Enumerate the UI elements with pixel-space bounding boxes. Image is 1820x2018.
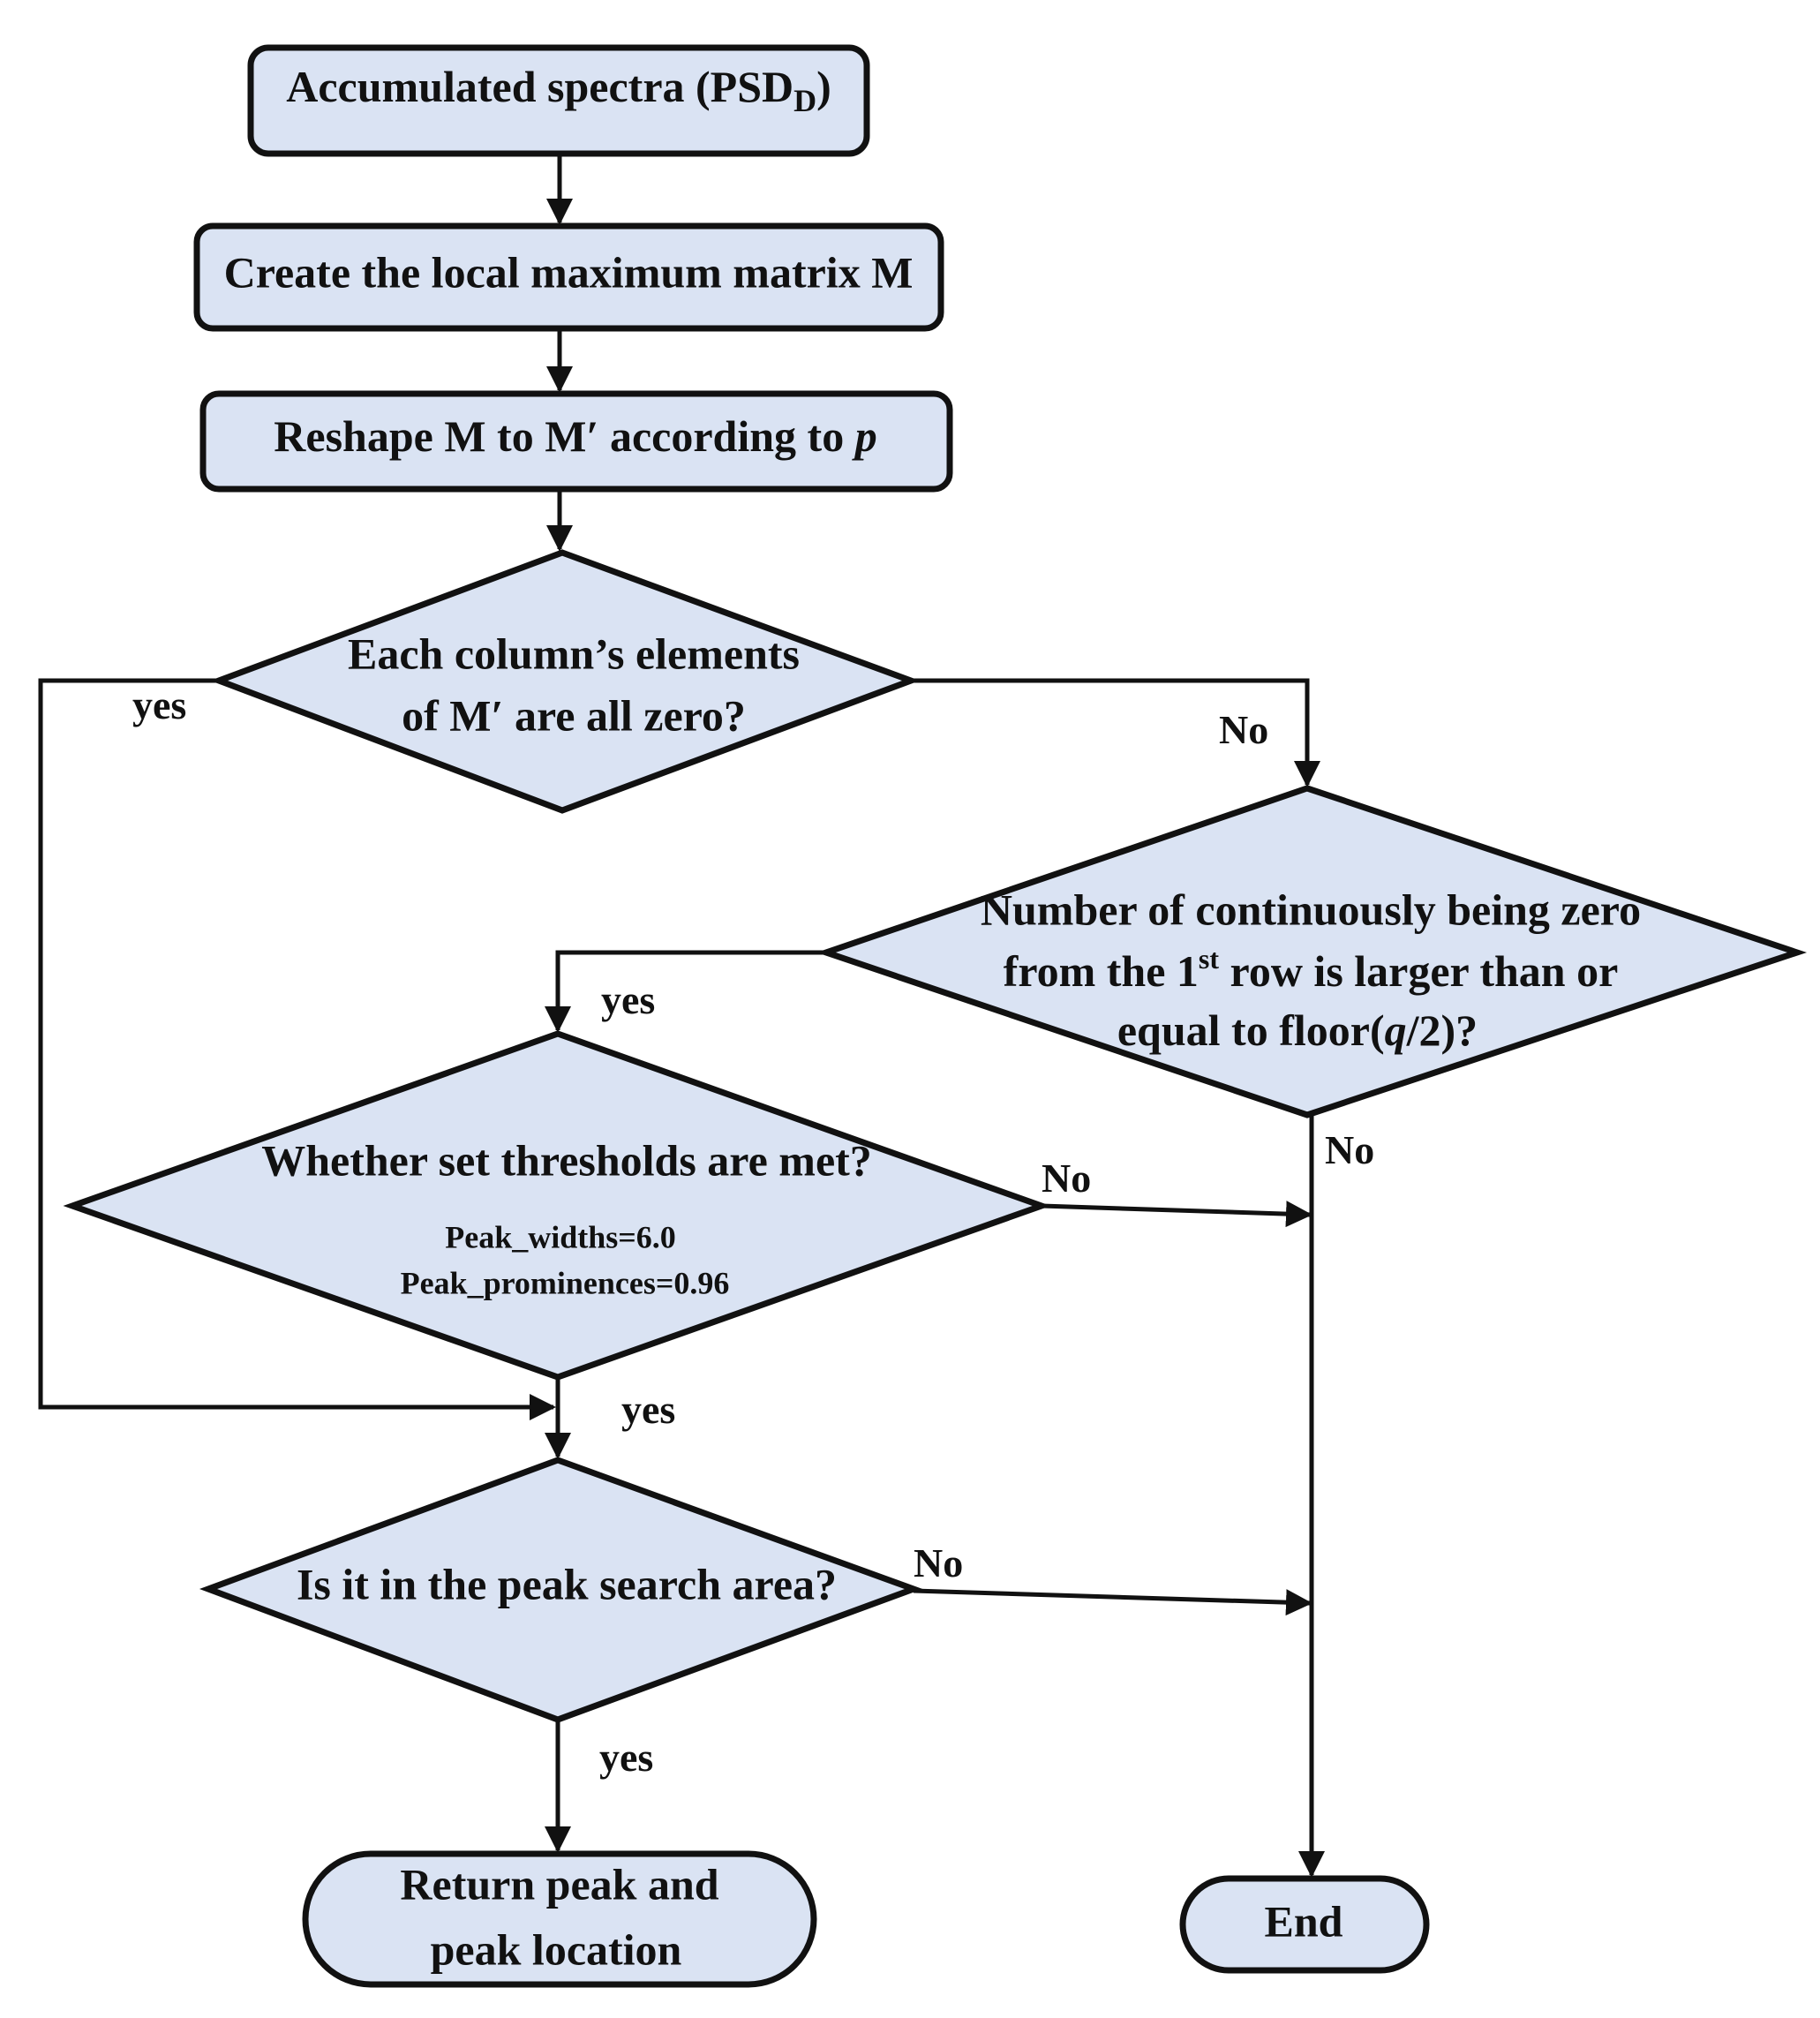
decision-continuous-zero-line3: equal to floor(q/2)? <box>1117 1005 1478 1055</box>
decision-thresholds-line1: Whether set thresholds are met? <box>261 1135 872 1185</box>
label-decision1-yes: yes <box>132 682 186 727</box>
label-decision4-no: No <box>914 1540 963 1585</box>
label-decision3-yes: yes <box>621 1387 675 1432</box>
decision-thresholds-prominences: Peak_prominences=0.96 <box>401 1265 730 1300</box>
label-decision3-no: No <box>1042 1156 1091 1201</box>
node-reshape: Reshape M to M′ according to p <box>199 390 953 493</box>
arrow-decision1-no <box>913 678 1320 787</box>
terminal-end: End <box>1179 1875 1430 1974</box>
connectors <box>38 155 1325 1878</box>
terminal-return-peak: Return peak and peak location <box>302 1850 817 1988</box>
arrow-decision4-no <box>913 1588 1312 1616</box>
terminal-return-peak-line2: peak location <box>431 1924 682 1974</box>
label-decision1-no: No <box>1219 707 1268 752</box>
decision-continuous-zero-line2: from the 1st row is larger than or <box>1004 943 1619 996</box>
decision-continuous-zero-line1: Number of continuously being zero <box>981 885 1641 934</box>
label-decision2-no: No <box>1325 1127 1374 1172</box>
label-decision4-yes: yes <box>599 1735 653 1780</box>
arrow-decision3-no <box>1041 1201 1312 1228</box>
node-create-matrix-label: Create the local maximum matrix M <box>224 247 914 297</box>
decision-all-zero-line1: Each column’s elements <box>348 629 800 678</box>
terminal-end-label: End <box>1265 1896 1343 1946</box>
node-accumulated-spectra-label: Accumulated spectra (PSDD) <box>286 62 831 118</box>
label-decision2-yes: yes <box>601 977 655 1022</box>
node-accumulated-spectra: Accumulated spectra (PSDD) <box>247 44 870 157</box>
decision-peak-area: Is it in the peak search area? <box>199 1457 923 1723</box>
decision-continuous-zero: Number of continuously being zero from t… <box>816 785 1808 1118</box>
decision-all-zero-line2: of M′ are all zero? <box>402 690 746 740</box>
arrow-decision1-yes <box>38 678 556 1420</box>
decision-thresholds-widths: Peak_widths=6.0 <box>445 1219 676 1254</box>
arrow-decision2-yes <box>545 950 826 1033</box>
decision-all-zero: Each column’s elements of M′ are all zer… <box>210 549 921 814</box>
decision-thresholds: Whether set thresholds are met? Peak_wid… <box>63 1030 1051 1381</box>
node-reshape-label: Reshape M to M′ according to p <box>274 411 876 461</box>
terminal-return-peak-line1: Return peak and <box>400 1859 718 1909</box>
decision-peak-area-label: Is it in the peak search area? <box>297 1559 837 1608</box>
node-create-matrix: Create the local maximum matrix M <box>193 222 944 332</box>
